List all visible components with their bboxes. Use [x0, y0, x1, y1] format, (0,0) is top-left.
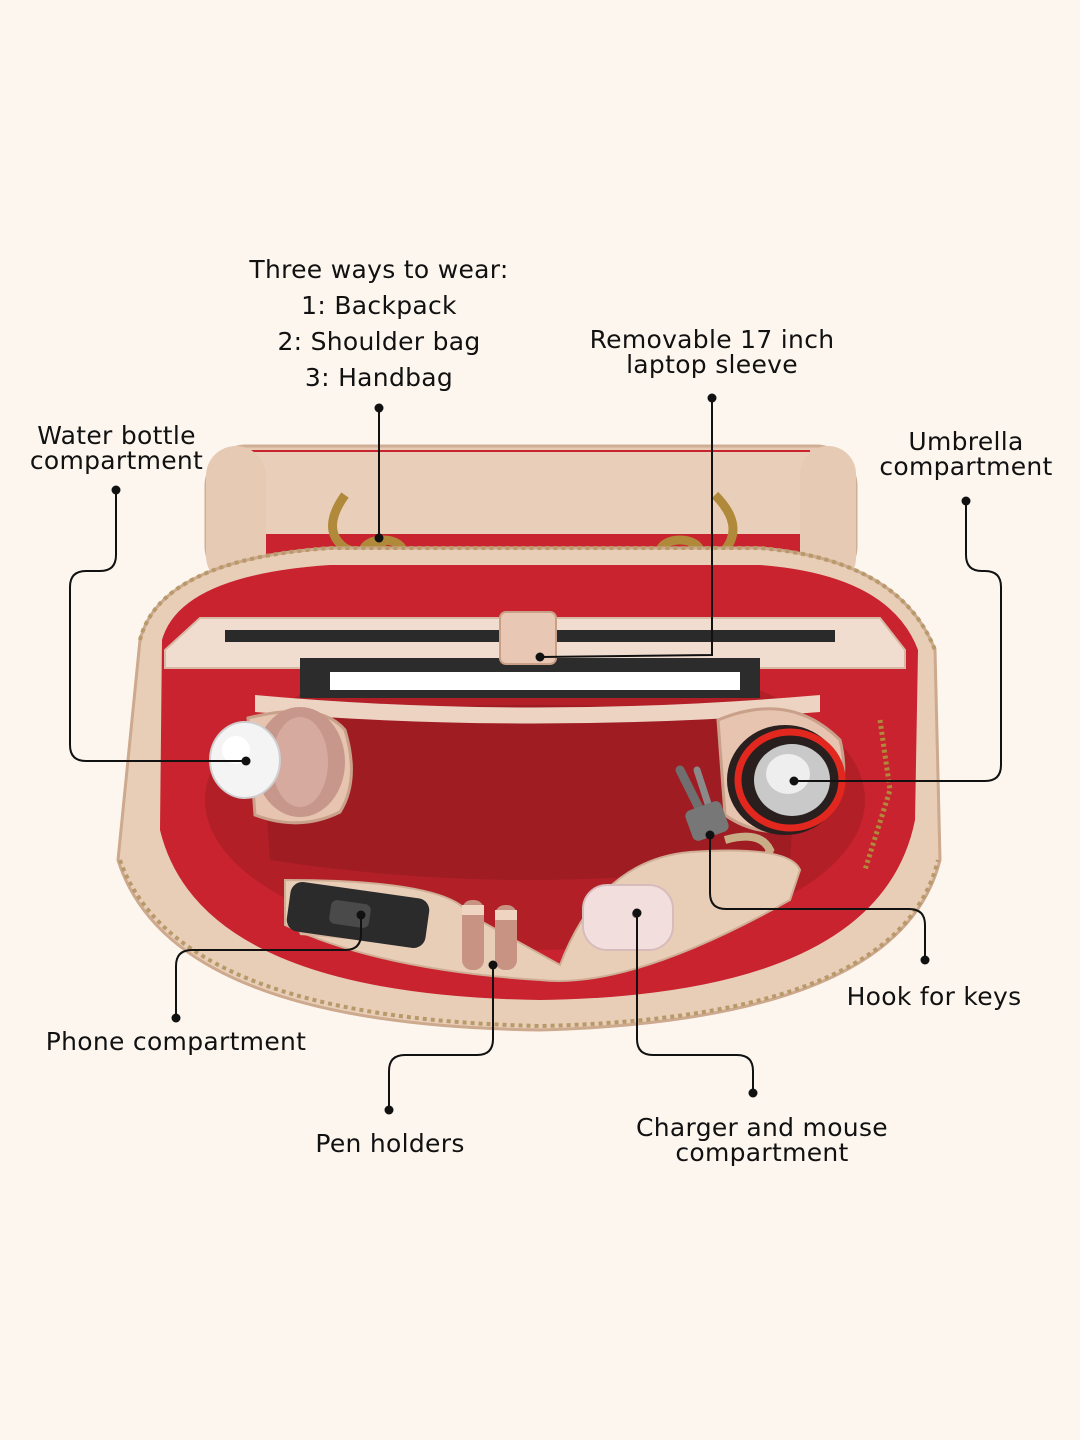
umbrella: [716, 707, 846, 835]
callout-line-keys: [709, 835, 926, 960]
callout-line-laptop: [539, 398, 713, 658]
label-line: Phone compartment: [45, 1027, 307, 1056]
label-line: laptop sleeve: [626, 350, 798, 379]
label-three-ways-to-wear: Three ways to wear: 1: Backpack 2: Shoul…: [229, 252, 529, 396]
label-line: Charger and mouse: [636, 1113, 888, 1142]
pens: [462, 900, 517, 970]
label-pen-holders: Pen holders: [300, 1131, 480, 1156]
label-laptop-sleeve: Removable 17 inch laptop sleeve: [577, 327, 847, 377]
laptop-sleeve: [164, 611, 906, 724]
label-line: Pen holders: [315, 1129, 465, 1158]
water-bottle: [209, 707, 353, 825]
callout-line-charger: [636, 913, 754, 1093]
label-line: 2: Shoulder bag: [277, 327, 481, 356]
label-water-bottle: Water bottle compartment: [14, 423, 219, 473]
callout-lines: [69, 398, 1002, 1110]
label-line: Removable 17 inch: [589, 325, 835, 354]
label-charger-mouse: Charger and mouse compartment: [612, 1115, 912, 1165]
callout-line-phone: [175, 915, 362, 1018]
label-line: 1: Backpack: [301, 291, 457, 320]
label-line: compartment: [675, 1138, 849, 1167]
label-phone-compartment: Phone compartment: [26, 1029, 326, 1054]
label-hook-for-keys: Hook for keys: [834, 984, 1034, 1009]
label-line: Umbrella: [908, 427, 1024, 456]
callout-line-pens: [388, 965, 494, 1110]
label-line: Three ways to wear:: [249, 255, 509, 284]
keys: [675, 765, 775, 872]
label-line: compartment: [879, 452, 1053, 481]
label-line: compartment: [29, 446, 204, 475]
label-line: Hook for keys: [846, 982, 1022, 1011]
callout-dots: [111, 393, 971, 1115]
earbuds-case: [582, 884, 674, 951]
callout-line-water: [69, 490, 246, 762]
label-line: Water bottle: [37, 421, 196, 450]
label-line: 3: Handbag: [304, 363, 454, 392]
callout-line-umbrella: [794, 501, 1002, 782]
side-zipper: [862, 719, 893, 871]
label-umbrella: Umbrella compartment: [866, 429, 1066, 479]
